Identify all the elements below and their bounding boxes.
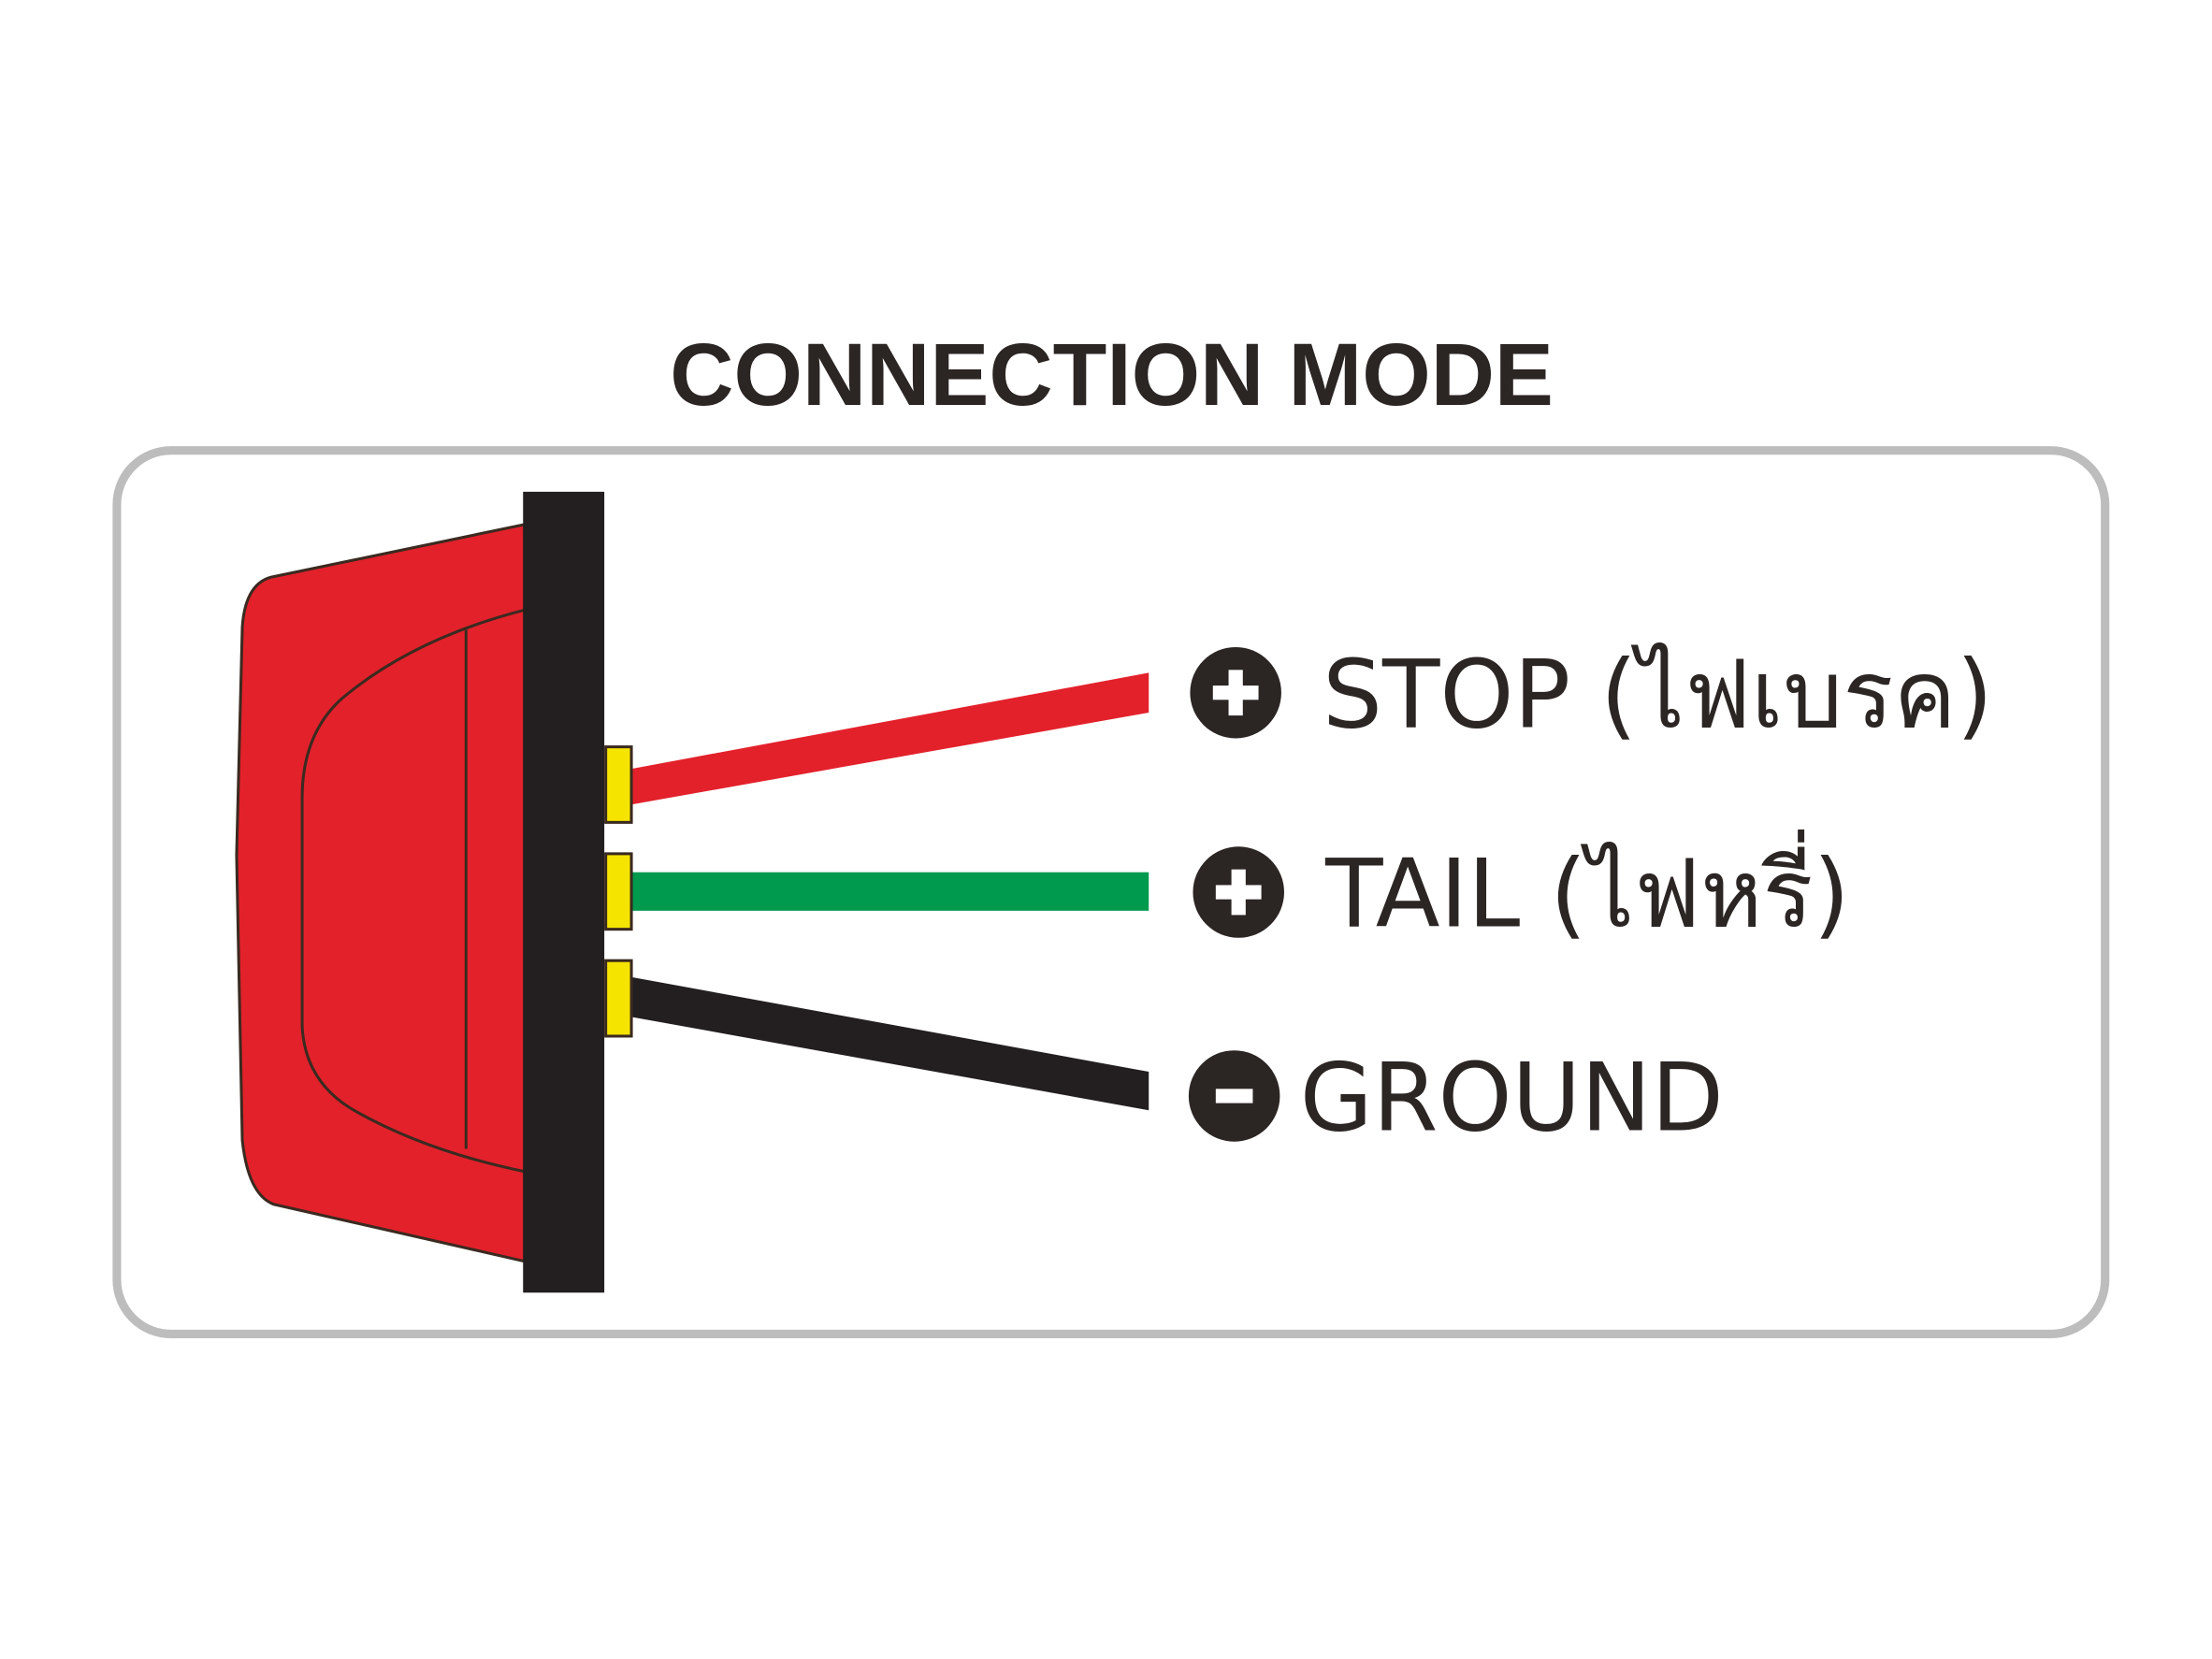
terminal-stop — [604, 745, 633, 824]
wire-ground — [627, 975, 1149, 1111]
diagram-title: CONNECTION MODE — [670, 325, 1554, 425]
mount-plate — [523, 491, 605, 1293]
tail-lamp-icon — [235, 491, 605, 1293]
wires — [604, 672, 1149, 1111]
plus-icon — [1190, 646, 1281, 739]
terminal-tail — [604, 852, 633, 931]
wire-stop — [627, 672, 1149, 806]
stop-label: STOP (ไฟเบรค) — [1323, 640, 1993, 749]
plus-icon — [1193, 846, 1284, 938]
minus-icon — [1188, 1050, 1280, 1142]
terminal-ground — [604, 959, 633, 1038]
ground-label: GROUND — [1300, 1044, 1724, 1153]
wire-tail — [627, 872, 1149, 911]
tail-label: TAIL (ไฟหรี่) — [1324, 830, 1850, 949]
